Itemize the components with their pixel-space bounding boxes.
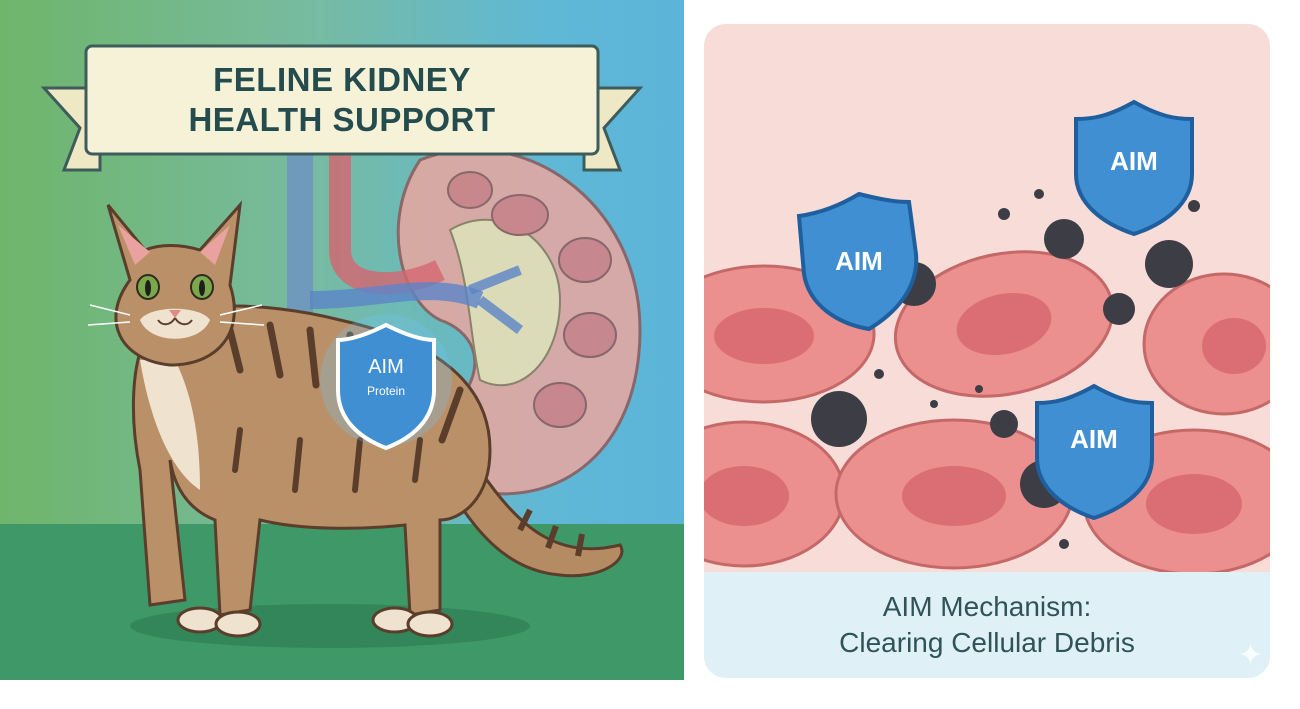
title-banner	[84, 44, 600, 156]
cat-kidney-drawing	[40, 44, 644, 648]
caption-line-2: Clearing Cellular Debris	[839, 627, 1135, 658]
feline-kidney-illustration: FELINE KIDNEY HEALTH SUPPORT AIM Protein	[0, 0, 684, 680]
banner-line-1: FELINE KIDNEY	[213, 61, 471, 98]
mechanism-caption: AIM Mechanism: Clearing Cellular Debris	[704, 572, 1270, 678]
aim-shield-label-2: AIM	[1110, 146, 1158, 176]
aim-shield-label-1: AIM	[835, 246, 883, 276]
aim-shield-label-3: AIM	[1070, 424, 1118, 454]
banner-title: FELINE KIDNEY HEALTH SUPPORT	[86, 46, 598, 154]
aim-shield-subtitle: Protein	[366, 384, 406, 398]
aim-shield-icon	[796, 99, 1194, 521]
sparkle-icon: ✦	[1238, 639, 1264, 672]
aim-protein-shield-icon	[320, 314, 452, 451]
caption-line-1: AIM Mechanism:	[882, 591, 1092, 622]
aim-shield-title: AIM	[368, 356, 404, 378]
aim-mechanism-card: AIM AIM AIM AIM Mechanism: Clearing Cell…	[704, 24, 1270, 678]
banner-line-2: HEALTH SUPPORT	[188, 101, 496, 138]
cellular-debris-drawing	[704, 99, 1270, 572]
